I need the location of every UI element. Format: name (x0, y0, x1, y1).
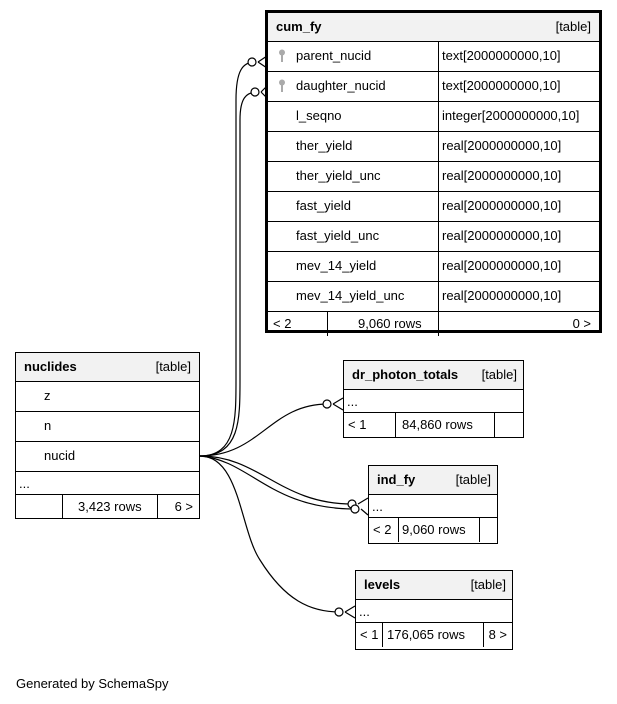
column-row: parent_nucid text[2000000000,10] (268, 42, 599, 72)
column-row: z (16, 382, 199, 412)
table-name[interactable]: cum_fy (276, 19, 322, 34)
table-name[interactable]: levels (364, 577, 401, 592)
child-count[interactable]: 8 > (488, 627, 507, 642)
table-name[interactable]: dr_photon_totals (352, 367, 459, 382)
row-count: 84,860 rows (402, 417, 473, 432)
table-footer: < 2 9,060 rows 0 > (268, 311, 599, 336)
table-nuclides[interactable]: nuclides [table] z n nucid ... 3,423 row… (15, 352, 200, 519)
column-name: fast_yield (296, 198, 351, 213)
column-type: text[2000000000,10] (438, 72, 561, 101)
more-columns: ... (19, 476, 30, 491)
edge-nuclides-ind_fy-1 (199, 455, 353, 505)
column-row: ther_yield_unc real[2000000000,10] (268, 162, 599, 192)
parent-count[interactable]: < 1 (360, 627, 379, 642)
column-name: l_seqno (296, 108, 342, 123)
more-columns-row: ... (356, 600, 512, 623)
column-name: z (44, 388, 51, 403)
key-icon (278, 79, 286, 93)
column-type: real[2000000000,10] (438, 192, 561, 221)
more-columns-row: ... (344, 390, 523, 413)
more-columns-row: ... (369, 495, 497, 518)
crowfoot-icon (332, 397, 344, 411)
column-row: daughter_nucid text[2000000000,10] (268, 72, 599, 102)
table-cum_fy[interactable]: cum_fy [table] parent_nucid text[20000000… (265, 10, 602, 336)
edge-nuclides-ind_fy-2 (199, 455, 356, 510)
key-icon (278, 49, 286, 63)
more-columns: ... (359, 604, 370, 619)
table-type: [table] (455, 472, 491, 487)
table-footer: < 1 176,065 rows 8 > (356, 623, 512, 647)
column-row: fast_yield_unc real[2000000000,10] (268, 222, 599, 252)
column-row: nucid (16, 442, 199, 472)
table-name[interactable]: ind_fy (377, 472, 416, 487)
column-type: real[2000000000,10] (438, 282, 561, 311)
column-name: fast_yield_unc (296, 228, 380, 243)
column-name: mev_14_yield_unc (296, 288, 405, 303)
child-count[interactable]: 6 > (174, 499, 193, 514)
column-name: mev_14_yield (296, 258, 377, 273)
column-row: mev_14_yield real[2000000000,10] (268, 252, 599, 282)
table-type: [table] (555, 19, 591, 34)
row-count: 9,060 rows (358, 316, 422, 331)
column-row: fast_yield real[2000000000,10] (268, 192, 599, 222)
table-footer: 3,423 rows 6 > (16, 495, 199, 519)
crowfoot-icon (357, 497, 369, 516)
column-row: l_seqno integer[2000000000,10] (268, 102, 599, 132)
table-levels[interactable]: levels [table] ... < 1 176,065 rows 8 > (355, 570, 513, 650)
edge-nuclides-dr_photon_totals (199, 403, 329, 457)
table-footer: < 2 9,060 rows (369, 518, 497, 542)
generated-by-credit: Generated by SchemaSpy (16, 676, 169, 691)
column-row: mev_14_yield_unc real[2000000000,10] (268, 282, 599, 311)
table-type: [table] (470, 577, 506, 592)
column-name: n (44, 418, 52, 433)
column-row: ther_yield real[2000000000,10] (268, 132, 599, 162)
table-type: [table] (155, 359, 191, 374)
table-type: [table] (481, 367, 517, 382)
column-name: parent_nucid (296, 48, 372, 63)
table-footer: < 1 84,860 rows (344, 413, 523, 437)
table-header: dr_photon_totals [table] (344, 361, 523, 390)
table-header: levels [table] (356, 571, 512, 600)
column-name: daughter_nucid (296, 78, 386, 93)
edge-end-circle (247, 57, 257, 67)
edge-end-circle (334, 607, 344, 617)
column-name: ther_yield (296, 138, 353, 153)
edge-nuclides-cum_fy-daughter (199, 91, 259, 457)
column-type: text[2000000000,10] (438, 42, 561, 71)
crowfoot-icon (344, 605, 356, 619)
edge-end-circle (322, 399, 332, 409)
column-name: ther_yield_unc (296, 168, 381, 183)
parent-count[interactable]: < 2 (373, 522, 392, 537)
column-type: real[2000000000,10] (438, 132, 561, 161)
more-columns-row: ... (16, 472, 199, 495)
more-columns: ... (347, 394, 358, 409)
edge-end-circle (350, 504, 360, 514)
row-count: 9,060 rows (402, 522, 466, 537)
column-type: integer[2000000000,10] (438, 102, 579, 131)
table-name[interactable]: nuclides (24, 359, 77, 374)
edge-nuclides-levels (199, 455, 341, 613)
table-dr_photon_totals[interactable]: dr_photon_totals [table] ... < 1 84,860 … (343, 360, 524, 438)
edge-nuclides-cum_fy-parent (199, 61, 256, 457)
table-header: nuclides [table] (16, 353, 199, 382)
column-name: nucid (44, 448, 76, 463)
column-row: n (16, 412, 199, 442)
parent-count[interactable]: < 1 (348, 417, 367, 432)
row-count: 3,423 rows (78, 499, 142, 514)
column-type: real[2000000000,10] (438, 222, 561, 251)
table-header: cum_fy [table] (268, 13, 599, 42)
edge-end-circle (250, 87, 260, 97)
column-type: real[2000000000,10] (438, 252, 561, 281)
column-type: real[2000000000,10] (438, 162, 561, 191)
row-count: 176,065 rows (387, 627, 466, 642)
more-columns: ... (372, 499, 383, 514)
table-ind_fy[interactable]: ind_fy [table] ... < 2 9,060 rows (368, 465, 498, 544)
child-count[interactable]: 0 > (572, 316, 591, 331)
parent-count[interactable]: < 2 (273, 316, 292, 331)
table-header: ind_fy [table] (369, 466, 497, 495)
